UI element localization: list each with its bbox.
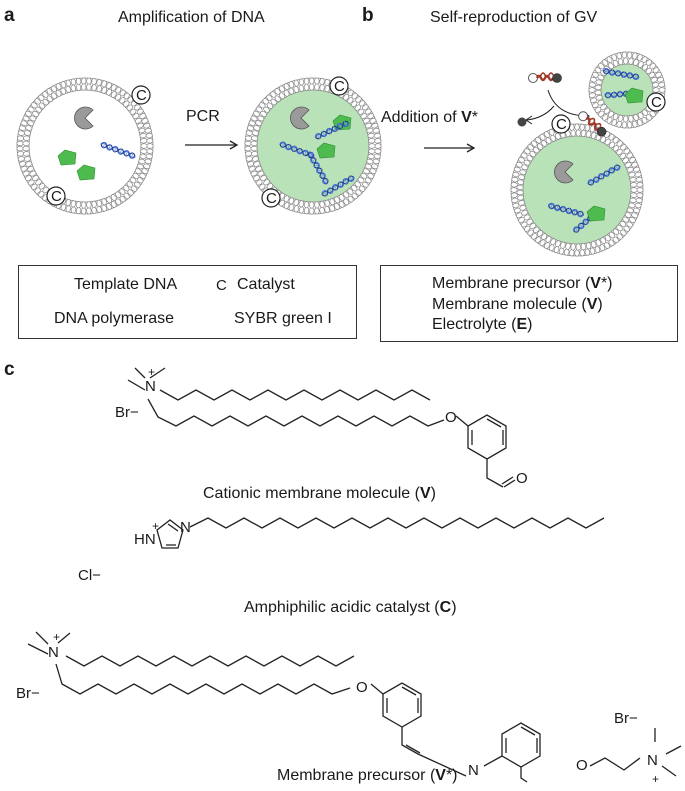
vstar-nitrogen-2: N: [647, 752, 658, 769]
panel-a-letter: a: [4, 5, 15, 26]
panel-a-title: Amplification of DNA: [118, 9, 265, 26]
legend-dna-polymerase: DNA polymerase: [54, 310, 175, 327]
catalyst-label-1: C: [136, 87, 147, 104]
addition-label-prefix: Addition of: [381, 109, 462, 126]
addition-label: Addition of V*: [381, 110, 478, 126]
addition-label-bold: V: [461, 109, 472, 126]
vstar-caption: Membrane precursor (V*): [277, 768, 458, 784]
c-charge: +: [152, 519, 160, 533]
legend-precursor-bold: V: [590, 275, 601, 292]
c-nitrogen: N: [180, 519, 191, 536]
vstar-charge-2: +: [652, 772, 660, 786]
legend-molecule-bold: V: [586, 296, 598, 313]
panel-b-title: Self-reproduction of GV: [430, 9, 598, 26]
vesicle-a-amplified: [244, 76, 382, 215]
pcr-arrow: [185, 140, 239, 150]
addition-arrow: [424, 143, 476, 153]
c-hn: HN: [134, 531, 156, 548]
legend-catalyst: Catalyst: [237, 276, 295, 293]
c-counter-ion: Cl−: [78, 567, 101, 584]
catalyst-label-4: C: [266, 190, 277, 207]
legend-electrolyte-prefix: Electrolyte (: [432, 316, 517, 333]
legend-electrolyte-suffix: ): [527, 316, 533, 333]
catalyst-label-6: C: [651, 94, 662, 111]
catalyst-label-3: C: [334, 78, 345, 95]
legend-molecule-suffix: ): [597, 296, 603, 313]
legend-b-box: [380, 265, 678, 342]
legend-membrane-molecule: Membrane molecule (V): [432, 297, 603, 313]
vstar-charge-1: +: [53, 630, 61, 644]
legend-template-dna: Template DNA: [74, 276, 178, 293]
addition-label-suffix: *: [471, 109, 478, 126]
c-caption: Amphiphilic acidic catalyst (C): [244, 600, 457, 616]
c-caption-prefix: Amphiphilic acidic catalyst (: [244, 599, 440, 616]
structure-v-star: [27, 631, 682, 783]
v-nitrogen: N: [145, 378, 156, 395]
structure-v: [127, 367, 516, 488]
vesicle-a-empty: [16, 77, 154, 215]
legend-catalyst-symbol: C: [216, 277, 227, 294]
legend-molecule-prefix: Membrane molecule (: [432, 296, 587, 313]
v-caption-bold: V: [419, 485, 431, 502]
v-counter-ion: Br−: [115, 404, 139, 421]
precursor-reaction: [517, 71, 610, 140]
vstar-nitrogen-1: N: [48, 644, 59, 661]
legend-electrolyte-bold: E: [516, 316, 528, 333]
panel-b-letter: b: [362, 5, 374, 26]
catalyst-label-5: C: [556, 116, 567, 133]
legend-sybr-green: SYBR green I: [234, 310, 332, 327]
v-caption: Cationic membrane molecule (V): [203, 486, 436, 502]
vstar-caption-suffix: *): [445, 767, 458, 784]
legend-a-box: [18, 265, 357, 339]
catalyst-label-2: C: [51, 188, 62, 205]
v-caption-prefix: Cationic membrane molecule (: [203, 485, 420, 502]
structure-c: [156, 517, 605, 549]
vstar-oxygen-1: O: [356, 679, 368, 696]
c-caption-suffix: ): [451, 599, 457, 616]
legend-precursor-prefix: Membrane precursor (: [432, 275, 591, 292]
legend-electrolyte: Electrolyte (E): [432, 317, 532, 333]
legend-precursor-suffix: *): [600, 275, 613, 292]
vstar-caption-prefix: Membrane precursor (: [277, 767, 436, 784]
vstar-imine-n: N: [468, 762, 479, 779]
panel-c-letter: c: [4, 359, 15, 380]
vstar-oxygen-2: O: [576, 757, 588, 774]
vstar-counter-ion-right: Br−: [614, 710, 638, 727]
vesicle-b-daughter: [588, 51, 666, 129]
v-aldehyde-oxygen: O: [516, 470, 528, 487]
vstar-caption-bold: V: [435, 767, 446, 784]
pcr-label: PCR: [186, 108, 220, 125]
c-caption-bold: C: [439, 599, 452, 616]
v-caption-suffix: ): [430, 485, 436, 502]
vstar-counter-ion-left: Br−: [16, 685, 40, 702]
vesicle-b-parent: [510, 114, 644, 257]
v-ether-oxygen: O: [445, 409, 457, 426]
v-charge: +: [148, 365, 156, 379]
legend-membrane-precursor: Membrane precursor (V*): [432, 276, 613, 292]
